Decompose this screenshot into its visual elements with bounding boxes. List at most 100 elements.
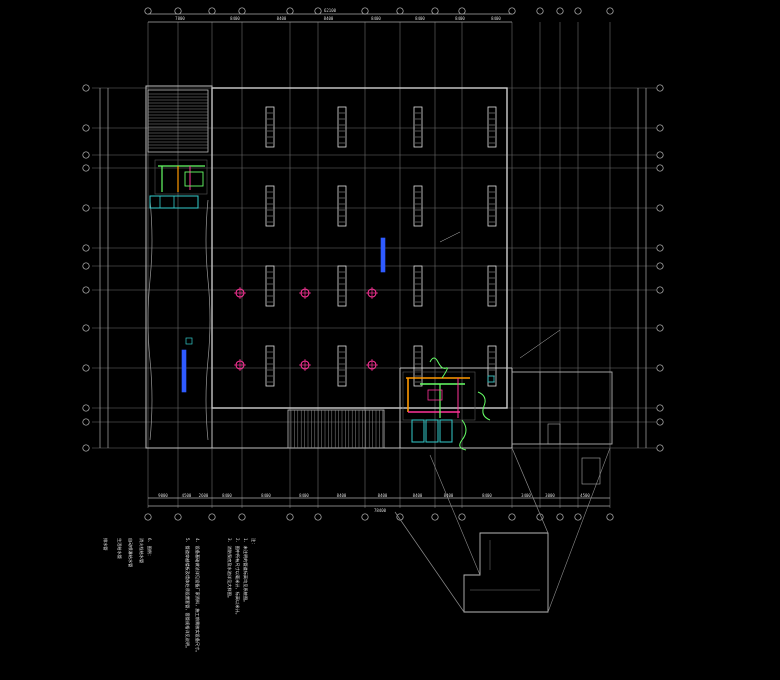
light-fixture [487,345,497,387]
leader-line [429,454,481,576]
tank-cyan [439,419,453,443]
axis-bubble [82,151,90,159]
equipment-box [547,423,561,445]
pipe-green-curve [429,357,448,379]
leader-line [511,447,549,534]
axis-bubble [314,7,322,15]
dimension-label-bottom: 8400 [444,493,454,498]
light-fixture [413,265,423,307]
equipment-green [184,171,204,187]
leader-line [519,329,561,359]
note-line-6: 6. 图例： [146,538,153,558]
axis-bubble [144,7,152,15]
axis-bubble [82,164,90,172]
axis-bubble [656,124,664,132]
blue-marker [185,337,193,345]
wall-curve [147,199,153,441]
axis-bubble [82,204,90,212]
axis-bubble [656,444,664,452]
legend-item-4: 排水管 [102,538,109,551]
valve-cyan [487,375,495,383]
wall-curve [205,199,211,441]
axis-bubble [656,364,664,372]
dimension-label-bottom: 4500 [182,493,192,498]
axis-bubble [82,418,90,426]
axis-bubble [361,513,369,521]
legend-item-3: 生活给水管 [116,538,123,559]
axis-bubble [82,286,90,294]
pump-room-box [154,159,208,195]
dimension-label-bottom: 9000 [158,493,168,498]
axis-bubble [82,444,90,452]
axis-bubble [656,151,664,159]
dimension-label-top: 8400 [371,16,381,21]
west-wing-outline [145,85,213,449]
axis-bubble [361,7,369,15]
note-line-2: 2. 图中所有尺寸以毫米计，标高以米计。 [234,538,241,617]
blue-annotation [181,349,187,393]
axis-bubble [508,7,516,15]
dimension-label-bottom-total: 78400 [374,508,387,513]
axis-bubble [82,324,90,332]
note-line-3: 3. 消防泵房及水池详见大样图。 [226,538,233,600]
axis-bubble [508,513,516,521]
axis-bubble [656,84,664,92]
axis-bubble [396,7,404,15]
notes-block: 注： 1. 未注明的管道标高均见系统图。 2. 图中所有尺寸以毫米计，标高以米计… [102,538,257,654]
note-line-5: 5. 管道穿越楼板及墙体处须设置套管，套管规格详见说明。 [184,538,191,650]
dimension-label-top: 8400 [324,16,334,21]
dimension-label-top: 8400 [230,16,240,21]
dimension-label-top: 8400 [455,16,465,21]
dimension-label-bottom: 8400 [337,493,347,498]
axis-bubble [82,124,90,132]
light-fixture [487,106,497,148]
light-fixture [337,185,347,227]
axis-bubble [656,286,664,294]
axis-bubble [82,364,90,372]
axis-bubble [574,513,582,521]
dimension-label-bottom: 8400 [378,493,388,498]
pump-room-box [402,371,476,421]
leader-line [547,447,611,613]
blue-annotation [380,237,386,273]
axis-bubble [458,7,466,15]
axis-grid [82,7,664,521]
dimension-label-bottom: 2600 [199,493,209,498]
axis-bubble [238,513,246,521]
light-fixture [413,345,423,387]
dimension-label-bottom: 4500 [580,493,590,498]
light-fixture [413,106,423,148]
axis-bubble [82,404,90,412]
dimension-label-top: 8400 [491,16,501,21]
pipe-green-curve [477,391,491,421]
dimension-label-bottom: 8400 [299,493,309,498]
tank-cyan [411,419,425,443]
legend-item-2: 自动喷淋给水管 [127,538,134,567]
light-fixture [337,345,347,387]
dimension-label-bottom: 8400 [261,493,271,498]
dimension-label-bottom: 3000 [545,493,555,498]
note-heading: 注： [250,538,257,546]
stair-hatching [147,89,385,449]
dimension-label-top: 8400 [415,16,425,21]
east-annex-outline [511,371,613,445]
axis-bubble [396,513,404,521]
axis-bubble [82,262,90,270]
axis-bubble [82,84,90,92]
axis-bubble [314,513,322,521]
detail-callout [463,532,549,613]
axis-bubble [656,262,664,270]
axis-bubble [556,513,564,521]
dimension-label-bottom: 8400 [222,493,232,498]
light-fixture [337,265,347,307]
axis-bubble [606,7,614,15]
axis-bubble [174,513,182,521]
light-fixture [265,265,275,307]
axis-bubble [174,7,182,15]
dimension-label-bottom: 8400 [413,493,423,498]
axis-bubble [656,404,664,412]
axis-bubble [606,513,614,521]
axis-bubble [656,324,664,332]
